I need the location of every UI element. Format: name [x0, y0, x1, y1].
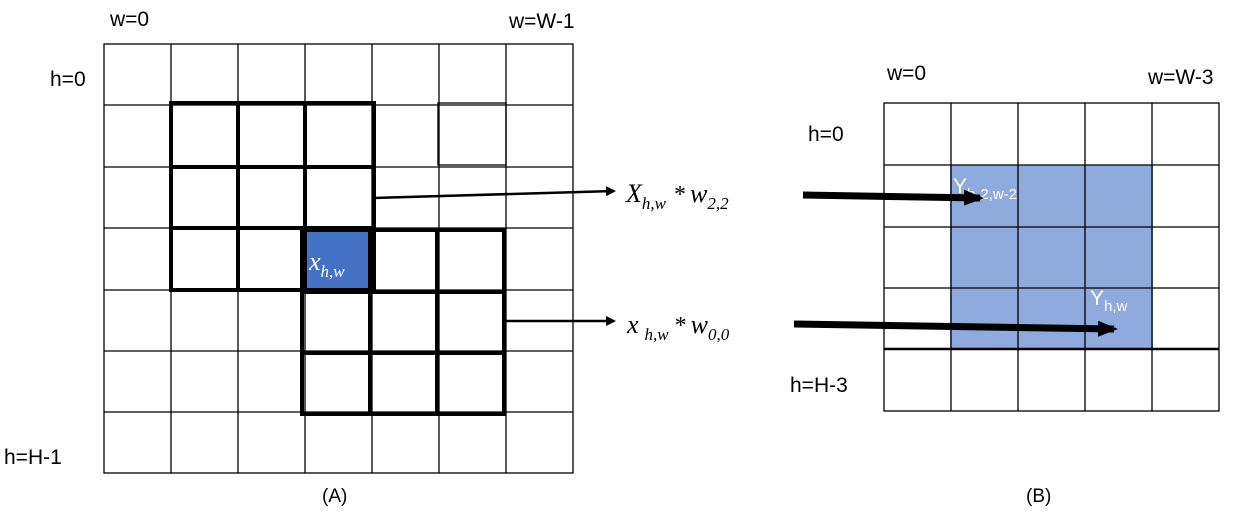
panel-b-caption: (B): [1026, 486, 1051, 507]
b-w-end-label: w=W-3: [1147, 66, 1214, 89]
b-h-start-label: h=0: [808, 123, 844, 146]
formula-top: Xh,w*w2,2: [625, 179, 729, 213]
arrow-into-b-bottom: [793, 320, 1118, 337]
output-grid: [883, 102, 1220, 412]
h-end-label: h=H-1: [4, 446, 62, 469]
b-h-end-label: h=H-3: [790, 374, 848, 397]
panel-a-caption: (A): [322, 486, 347, 507]
w-start-label: w=0: [109, 8, 149, 31]
panel-a: w=0 w=W-1 h=0 h=H-1 (A) xh,w: [4, 8, 575, 507]
h-start-label: h=0: [50, 68, 86, 91]
arrow-into-b-top: [802, 189, 984, 206]
arrow-top: [373, 186, 616, 200]
y-bottom-label: Yh,w: [1090, 287, 1128, 315]
grid-cell-detail: [437, 102, 507, 166]
cell-label: xh,w: [308, 247, 345, 281]
panel-b: w=0 w=W-3 h=0 h=H-3 (B) Yh-2,w-2 Yh,w: [790, 62, 1220, 507]
highlighted-cell: [305, 230, 372, 291]
w-end-label: w=W-1: [508, 10, 575, 33]
b-w-start-label: w=0: [886, 62, 926, 85]
kernel-window-bottom: [300, 228, 506, 416]
